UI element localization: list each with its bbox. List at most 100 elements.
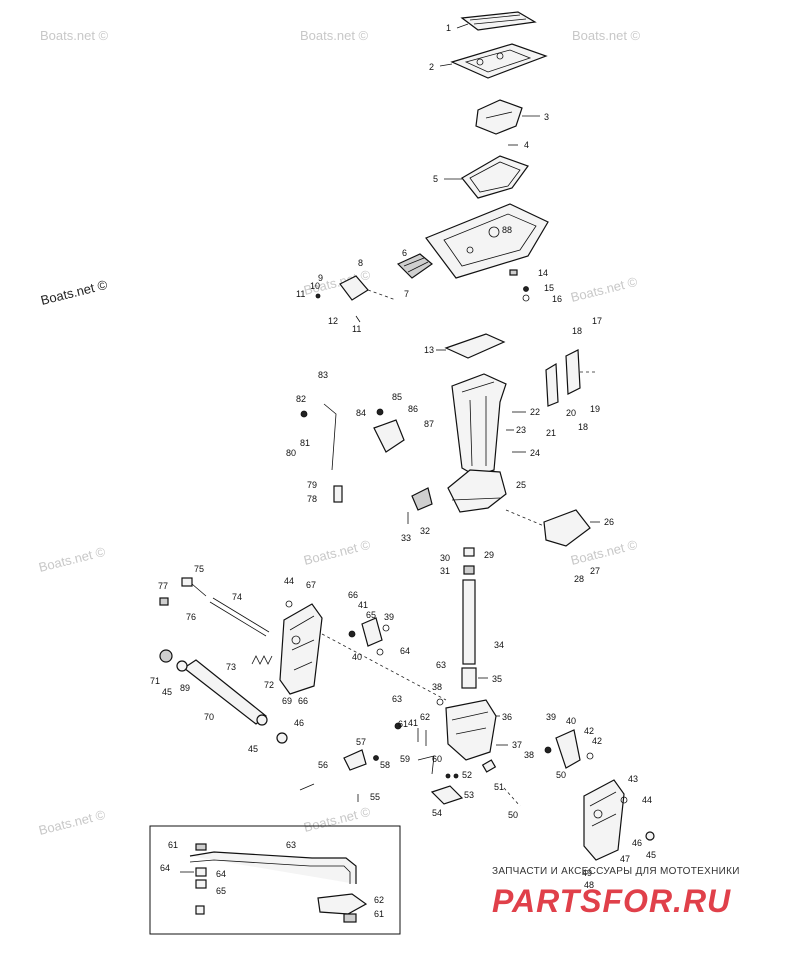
- part-number-29: 29: [484, 550, 494, 560]
- part-number-18b: 18: [578, 422, 588, 432]
- part-number-8: 8: [358, 258, 363, 268]
- part-number-87: 87: [424, 419, 434, 429]
- part-number-53: 53: [464, 790, 474, 800]
- part-number-79: 79: [307, 480, 317, 490]
- boats-net-watermark: Boats.net ©: [569, 274, 639, 305]
- part-number-31: 31: [440, 566, 450, 576]
- transom-bracket-67: [279, 603, 447, 701]
- shop-brand-logo: PARTSFOR.RU: [492, 883, 731, 919]
- part-number-89: 89: [180, 683, 190, 693]
- part-number-11a: 11: [296, 289, 305, 299]
- part-number-66b: 66: [348, 590, 358, 600]
- shift-bracket-85: [373, 408, 405, 453]
- boats-net-watermark: Boats.net ©: [37, 544, 107, 575]
- clamp-bracket-36: [445, 699, 497, 761]
- part-number-40b: 40: [566, 716, 576, 726]
- part-number-81: 81: [300, 438, 310, 448]
- part-number-38a: 38: [432, 682, 442, 692]
- part-number-61: 61: [398, 719, 408, 729]
- part-number-69: 69: [282, 696, 292, 706]
- part-number-86: 86: [408, 404, 418, 414]
- part-number-9: 9: [318, 273, 323, 283]
- part-number-42: 42: [584, 726, 594, 736]
- part-number-7: 7: [404, 289, 409, 299]
- part-number-80: 80: [286, 448, 296, 458]
- housing-cap-32: [411, 487, 433, 511]
- part-number-22: 22: [530, 407, 540, 417]
- part-number-45a: 45: [162, 687, 172, 697]
- part-number-1: 1: [446, 23, 451, 33]
- part-number-67: 67: [306, 580, 316, 590]
- part-number-61c: 61: [374, 909, 384, 919]
- boats-net-watermark: Boats.net ©: [300, 28, 369, 43]
- part-number-73: 73: [226, 662, 236, 672]
- lever-56-58: [299, 749, 379, 802]
- part-number-39a: 39: [384, 612, 394, 622]
- mount-7: [396, 253, 433, 279]
- part-number-63c: 63: [286, 840, 296, 850]
- part-number-41: 41: [408, 718, 418, 728]
- part-number-76: 76: [186, 612, 196, 622]
- part-number-26: 26: [604, 517, 614, 527]
- inset-box: [149, 825, 401, 935]
- boats-net-watermark: Boats.net ©: [302, 804, 372, 835]
- part-number-75: 75: [194, 564, 204, 574]
- part-number-28: 28: [574, 574, 584, 584]
- part-number-15: 15: [544, 283, 554, 293]
- transom-bracket-43: [583, 779, 625, 861]
- part-number-10: 10: [310, 281, 320, 291]
- steering-shaft-34: [461, 547, 477, 689]
- boats-net-watermark: Boats.net ©: [37, 807, 107, 838]
- driveshaft-housing-23: [447, 373, 507, 513]
- gasket-ring-5: [461, 155, 529, 199]
- part-number-4: 4: [524, 140, 529, 150]
- swivel-brackets-18-21: [545, 349, 598, 407]
- boot-3: [475, 99, 523, 135]
- part-number-16: 16: [552, 294, 562, 304]
- boats-net-watermark: Boats.net ©: [569, 537, 639, 568]
- bracket-26: [505, 509, 591, 547]
- part-number-44a: 44: [284, 576, 294, 586]
- part-number-71: 71: [150, 676, 160, 686]
- part-number-23: 23: [516, 425, 526, 435]
- shift-rod-79: [323, 403, 343, 503]
- gasket-plate-2: [450, 43, 548, 79]
- part-number-41b: 41: [358, 600, 368, 610]
- part-number-61b: 61: [168, 840, 178, 850]
- part-number-39b: 39: [546, 712, 556, 722]
- part-number-44b: 44: [642, 795, 652, 805]
- adapter-plate-6: [425, 203, 549, 279]
- part-number-85: 85: [392, 392, 402, 402]
- part-number-57: 57: [356, 737, 366, 747]
- part-number-27: 27: [590, 566, 600, 576]
- part-number-62b: 62: [374, 895, 384, 905]
- boats-net-watermark: Boats.net ©: [572, 28, 641, 43]
- part-number-20: 20: [566, 408, 576, 418]
- tilt-lock-39-66: [348, 617, 390, 656]
- part-number-47: 47: [620, 854, 630, 864]
- part-number-66a: 66: [298, 696, 308, 706]
- tilt-lock-40: [544, 729, 594, 769]
- part-number-35: 35: [492, 674, 502, 684]
- part-number-83: 83: [318, 370, 328, 380]
- part-number-19: 19: [590, 404, 600, 414]
- part-number-33: 33: [401, 533, 411, 543]
- part-number-17: 17: [592, 316, 602, 326]
- part-number-60: 60: [432, 754, 442, 764]
- part-number-13: 13: [424, 345, 434, 355]
- part-number-65b: 65: [216, 886, 226, 896]
- part-number-62a: 62: [420, 712, 430, 722]
- part-number-6: 6: [402, 248, 407, 258]
- boats-net-watermark: Boats.net ©: [39, 277, 109, 308]
- part-number-14: 14: [538, 268, 548, 278]
- tilt-tube-70: [159, 649, 268, 726]
- part-number-74: 74: [232, 592, 242, 602]
- part-number-63b: 63: [436, 660, 446, 670]
- part-number-72: 72: [264, 680, 274, 690]
- part-number-52: 52: [462, 770, 472, 780]
- part-number-42b: 42: [592, 736, 602, 746]
- part-number-56: 56: [318, 760, 328, 770]
- part-number-84: 84: [356, 408, 366, 418]
- part-number-65a: 65: [366, 610, 376, 620]
- part-number-12: 12: [328, 316, 338, 326]
